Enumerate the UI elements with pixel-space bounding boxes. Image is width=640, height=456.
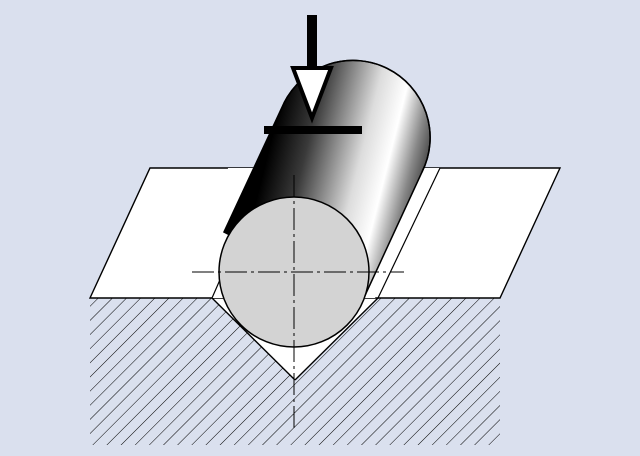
force-arrow [290,15,334,124]
force-plate-bar [264,126,362,134]
v-block-hatched-section [90,298,500,445]
